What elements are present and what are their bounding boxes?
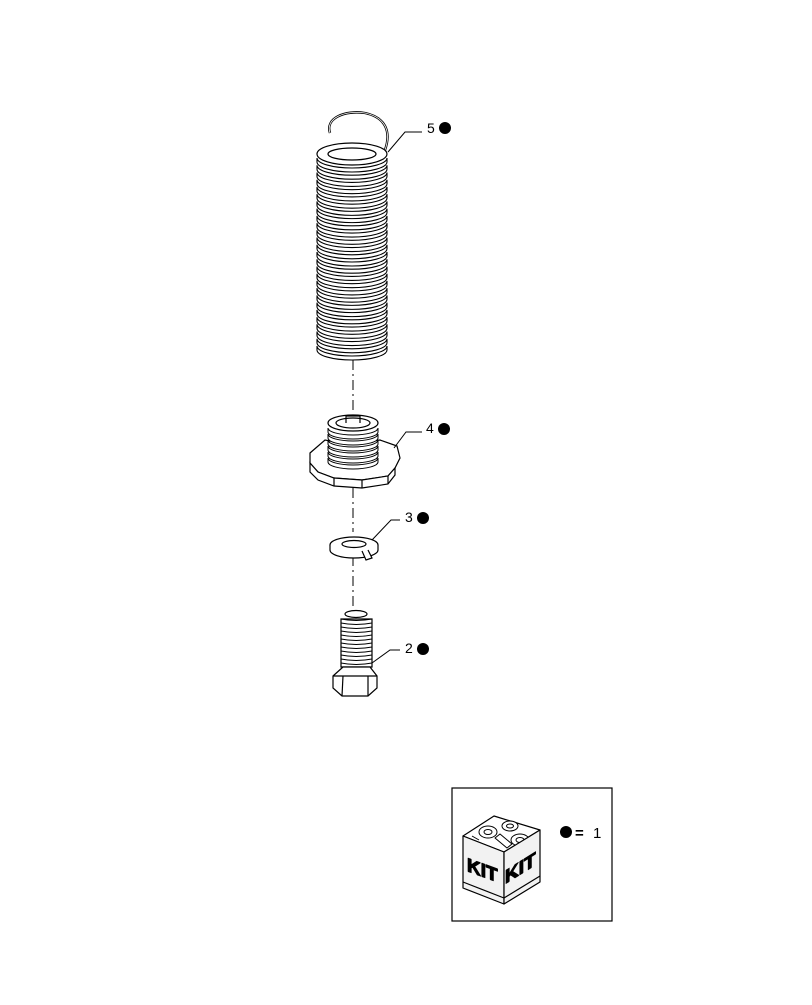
bushing-thread (327, 439, 379, 452)
kit-marker-dot (417, 512, 429, 524)
callout-4: 4 (426, 420, 450, 436)
bolt-thread (340, 642, 373, 645)
bolt-thread (340, 618, 373, 621)
spring-coil (316, 259, 388, 274)
hex-bolt-icon (332, 609, 378, 697)
kit-marker-dot (560, 826, 572, 838)
bolt-thread (340, 654, 373, 657)
callout-5: 5 (427, 120, 451, 136)
hex-bushing-icon (309, 414, 401, 489)
spring-coil (316, 165, 388, 180)
bushing-thread (327, 445, 379, 458)
kit-marker-dot (438, 423, 450, 435)
kit-marker-dot (439, 122, 451, 134)
spring-icon (316, 111, 389, 361)
bushing-thread (327, 433, 379, 446)
callout-5-label: 5 (427, 120, 435, 136)
bolt-thread (340, 646, 373, 649)
spring-coil (316, 266, 388, 281)
legend-quantity: 1 (593, 825, 601, 842)
lock-washer-icon (329, 536, 379, 561)
bolt-thread (340, 658, 373, 661)
callout-4-label: 4 (426, 420, 434, 436)
spring-coil (316, 201, 388, 216)
spring-coil (316, 345, 388, 361)
spring-coil (316, 172, 388, 187)
bolt-thread (340, 630, 373, 633)
spring-coil (316, 194, 388, 209)
bolt-thread (340, 634, 373, 637)
bushing-thread (327, 451, 379, 464)
bolt-thread (340, 662, 373, 665)
kit-marker-dot (417, 643, 429, 655)
callout-3: 3 (405, 509, 429, 525)
spring-coil (316, 157, 388, 173)
spring-coil (316, 295, 388, 310)
callout-3-label: 3 (405, 509, 413, 525)
callout-leaders (371, 131, 422, 664)
bolt-thread (340, 650, 373, 653)
callout-2: 2 (405, 640, 429, 656)
spring-coil (316, 324, 388, 339)
bolt-thread (340, 638, 373, 641)
callout-2-label: 2 (405, 640, 413, 656)
spring-coil (316, 288, 388, 303)
bushing-thread (327, 427, 379, 440)
bolt-thread (340, 622, 373, 625)
legend-equals-sign: = (575, 825, 584, 842)
bushing-thread (327, 457, 379, 470)
bolt-thread (340, 626, 373, 629)
spring-coil (316, 230, 388, 245)
kit-box-icon: KIT KIT (462, 815, 541, 905)
spring-coil (316, 222, 388, 238)
spring-coil (316, 251, 388, 267)
kit-legend: KIT KIT = 1 (451, 787, 613, 922)
spring-coil (316, 316, 388, 332)
